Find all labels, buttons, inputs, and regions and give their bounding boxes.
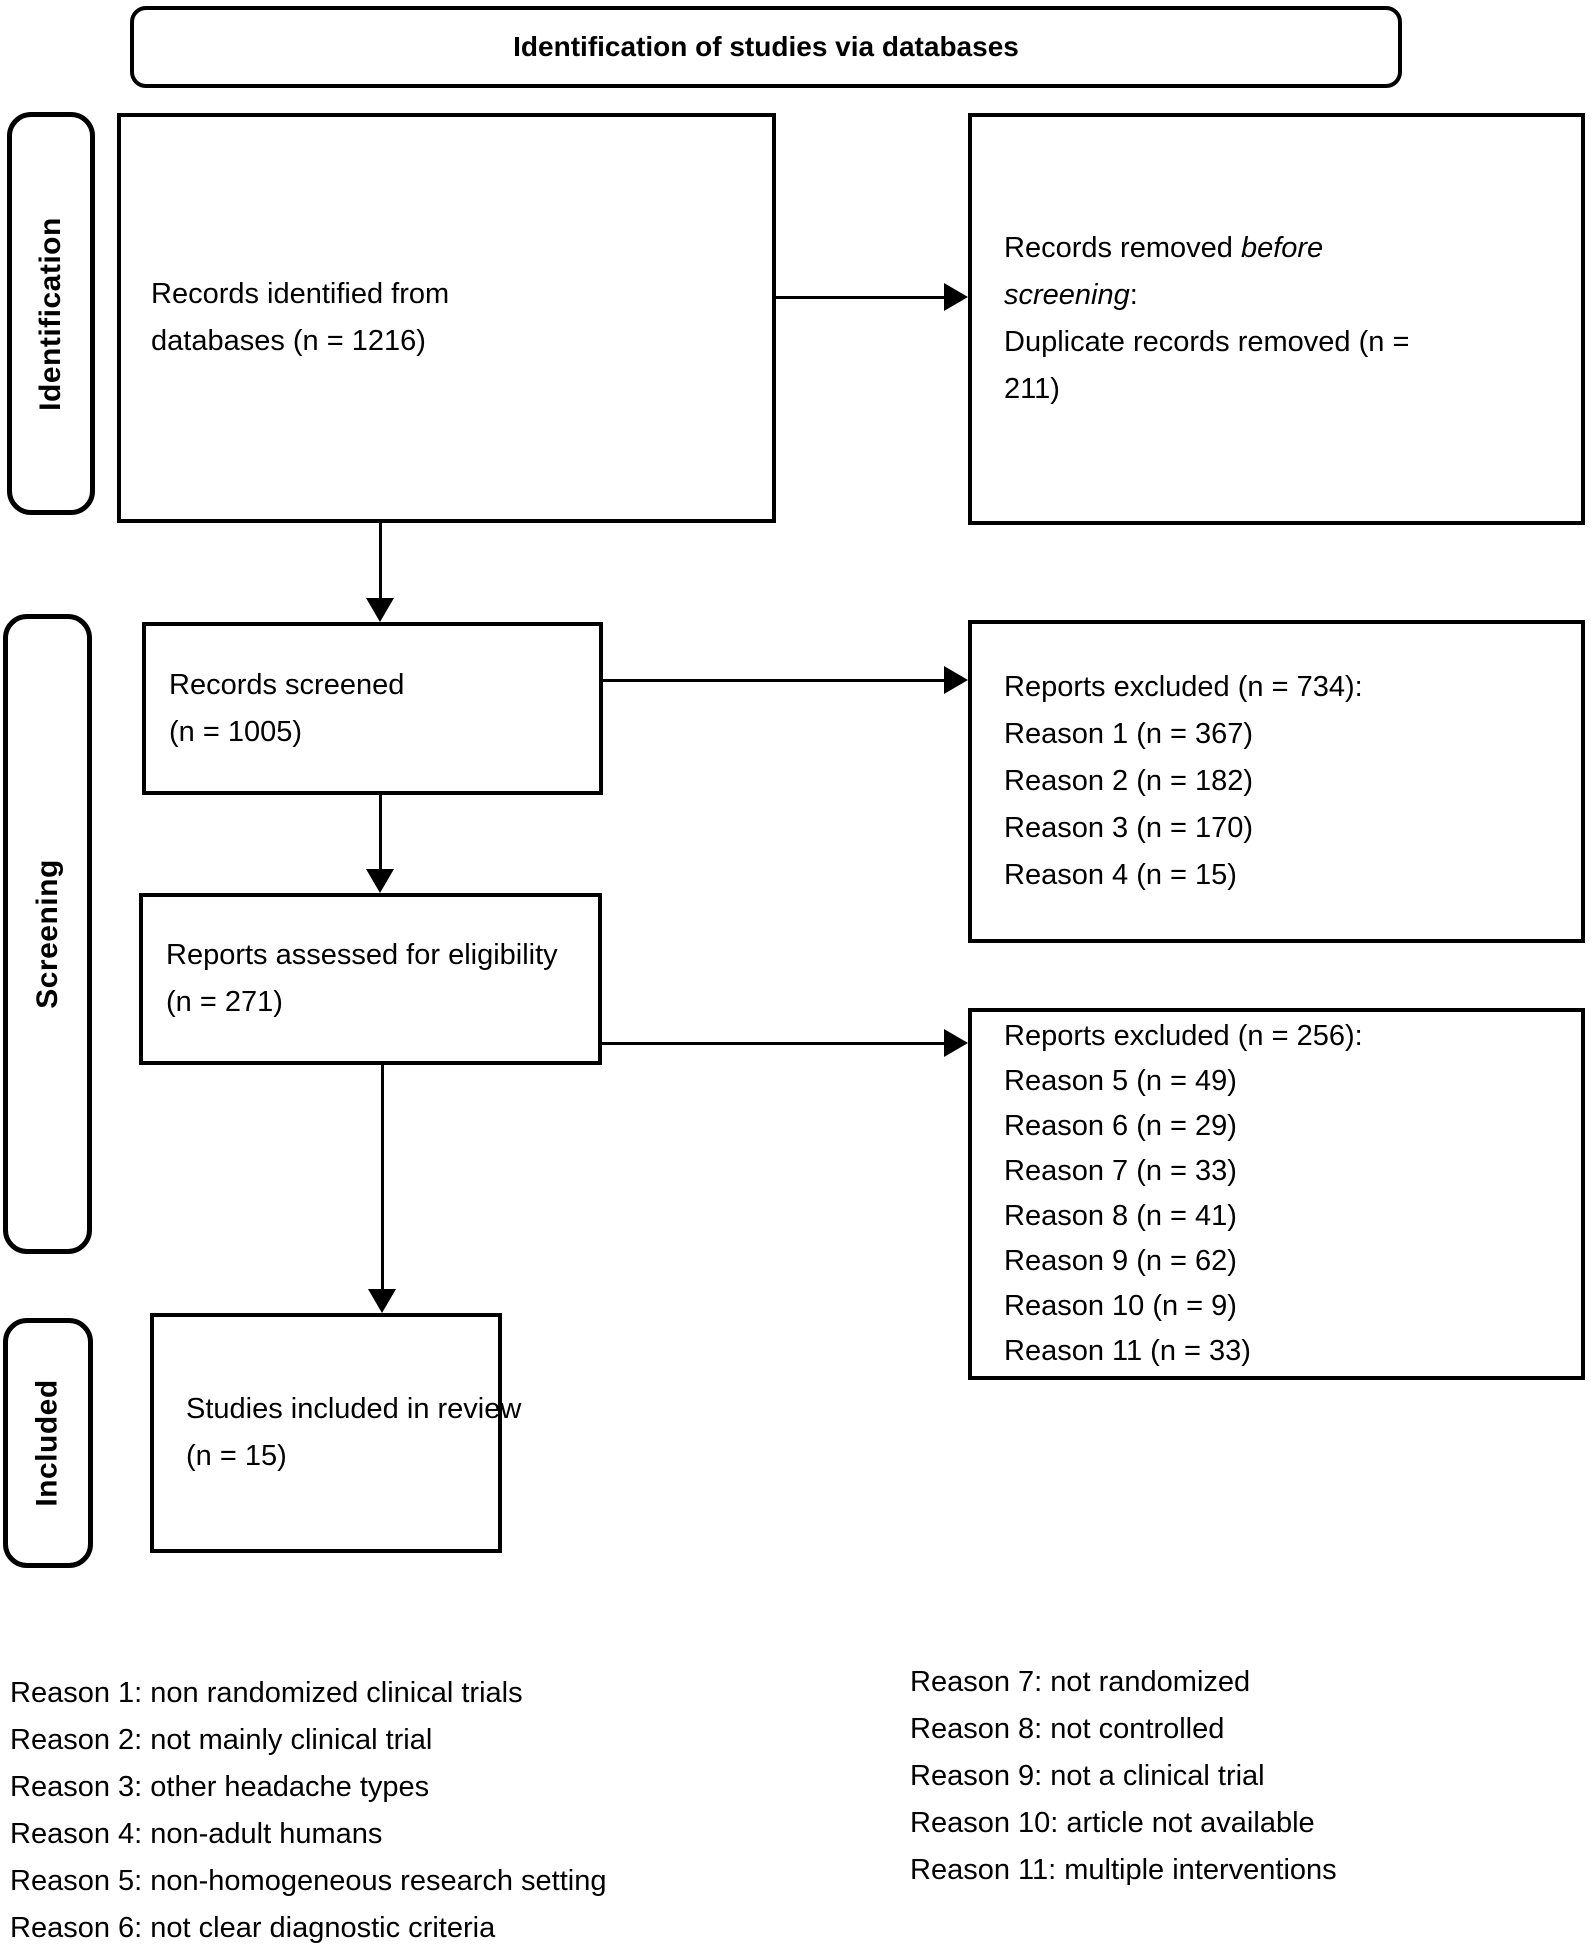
reports-excluded-line: Reason 2 (n = 182) [1004,765,1254,797]
records-screened-line: (n = 1005) [169,715,303,748]
reports-assessed-line: (n = 271) [166,986,283,1018]
legend-reason-item: Reason 6: not clear diagnostic criteria [10,1912,496,1944]
box-reports-assessed: Reports assessed for eligibility (n = 271… [139,893,602,1065]
legend-reason-item: Reason 9: not a clinical trial [910,1760,1265,1792]
box-reports-excluded-screening: Reports excluded (n = 734): Reason 1 (n =… [968,620,1585,943]
stage-label-identification: Identification [34,216,68,411]
reports-excluded-line: Reports excluded (n = 256): [1004,1020,1363,1052]
records-removed-line: Duplicate records removed (n = [1004,326,1410,358]
records-removed-text: : [1129,279,1138,311]
records-removed-text: Records removed [1004,232,1241,264]
records-removed-line: Records removed before [1004,225,1565,272]
records-removed-rest: Duplicate records removed (n = 211) [1004,319,1565,413]
reports-assessed-line: Reports assessed for eligibility [166,939,558,971]
diagram-title: Identification of studies via databases [513,31,1019,62]
arrow-assessed-to-excluded [602,1029,968,1057]
stage-label-screening: Screening [30,859,64,1009]
stage-label-included: Included [31,1379,64,1507]
reports-excluded-line: Reason 11 (n = 33) [1004,1335,1251,1367]
reports-excluded-line: Reason 5 (n = 49) [1004,1065,1237,1097]
box-reports-excluded-eligibility: Reports excluded (n = 256): Reason 5 (n =… [968,1008,1585,1380]
arrow-identified-to-screened [366,523,394,622]
box-records-screened: Records screened (n = 1005) [142,622,603,795]
records-removed-line: 211) [1004,373,1060,405]
records-removed-italic-text: screening [1004,279,1130,311]
records-removed-italic-text: before [1240,232,1324,264]
arrow-assessed-to-included [368,1065,396,1313]
arrow-screened-to-assessed [366,795,394,893]
arrow-identified-to-removed [776,283,968,311]
legend-reason-item: Reason 2: not mainly clinical trial [10,1724,433,1756]
reports-excluded-line: Reason 3 (n = 170) [1004,812,1254,844]
stage-box-identification: Identification [7,112,95,515]
box-studies-included: Studies included in review (n = 15) [150,1313,522,1553]
studies-included-line: Studies included in review [186,1393,522,1425]
reports-excluded-line: Reason 10 (n = 9) [1004,1290,1237,1322]
legend-reasons-left: Reason 1: non randomized clinical trials… [10,1670,790,1952]
records-screened-line: Records screened [169,668,405,701]
legend-reason-item: Reason 1: non randomized clinical trials [10,1677,523,1709]
reports-excluded-line: Reports excluded (n = 734): [1004,671,1363,703]
studies-included-line: (n = 15) [186,1440,287,1472]
diagram-header-box: Identification of studies via databases [130,6,1402,88]
reports-excluded-line: Reason 4 (n = 15) [1004,859,1237,891]
stage-box-included: Included [3,1318,93,1568]
reports-excluded-line: Reason 9 (n = 62) [1004,1245,1237,1277]
box-records-removed: Records removed before screening: Duplic… [968,113,1585,525]
legend-reason-item: Reason 5: non-homogeneous research setti… [10,1865,607,1897]
records-removed-line: screening: [1004,272,1565,319]
reports-excluded-line: Reason 7 (n = 33) [1004,1155,1237,1187]
legend-reason-item: Reason 7: not randomized [910,1666,1251,1698]
legend-reason-item: Reason 8: not controlled [910,1713,1225,1745]
legend-reason-item: Reason 10: article not available [910,1807,1315,1839]
stage-box-screening: Screening [3,614,92,1254]
legend-reason-item: Reason 3: other headache types [10,1771,430,1803]
reports-excluded-line: Reason 6 (n = 29) [1004,1110,1237,1142]
records-identified-line: databases (n = 1216) [151,325,426,357]
arrow-screened-to-excluded [603,666,968,694]
box-records-identified: Records identified from databases (n = 12… [117,113,776,523]
legend-reason-item: Reason 11: multiple interventions [910,1854,1337,1886]
reports-excluded-line: Reason 8 (n = 41) [1004,1200,1237,1232]
records-identified-line: Records identified from [151,278,450,310]
legend-reason-item: Reason 4: non-adult humans [10,1818,383,1850]
reports-excluded-line: Reason 1 (n = 367) [1004,718,1254,750]
